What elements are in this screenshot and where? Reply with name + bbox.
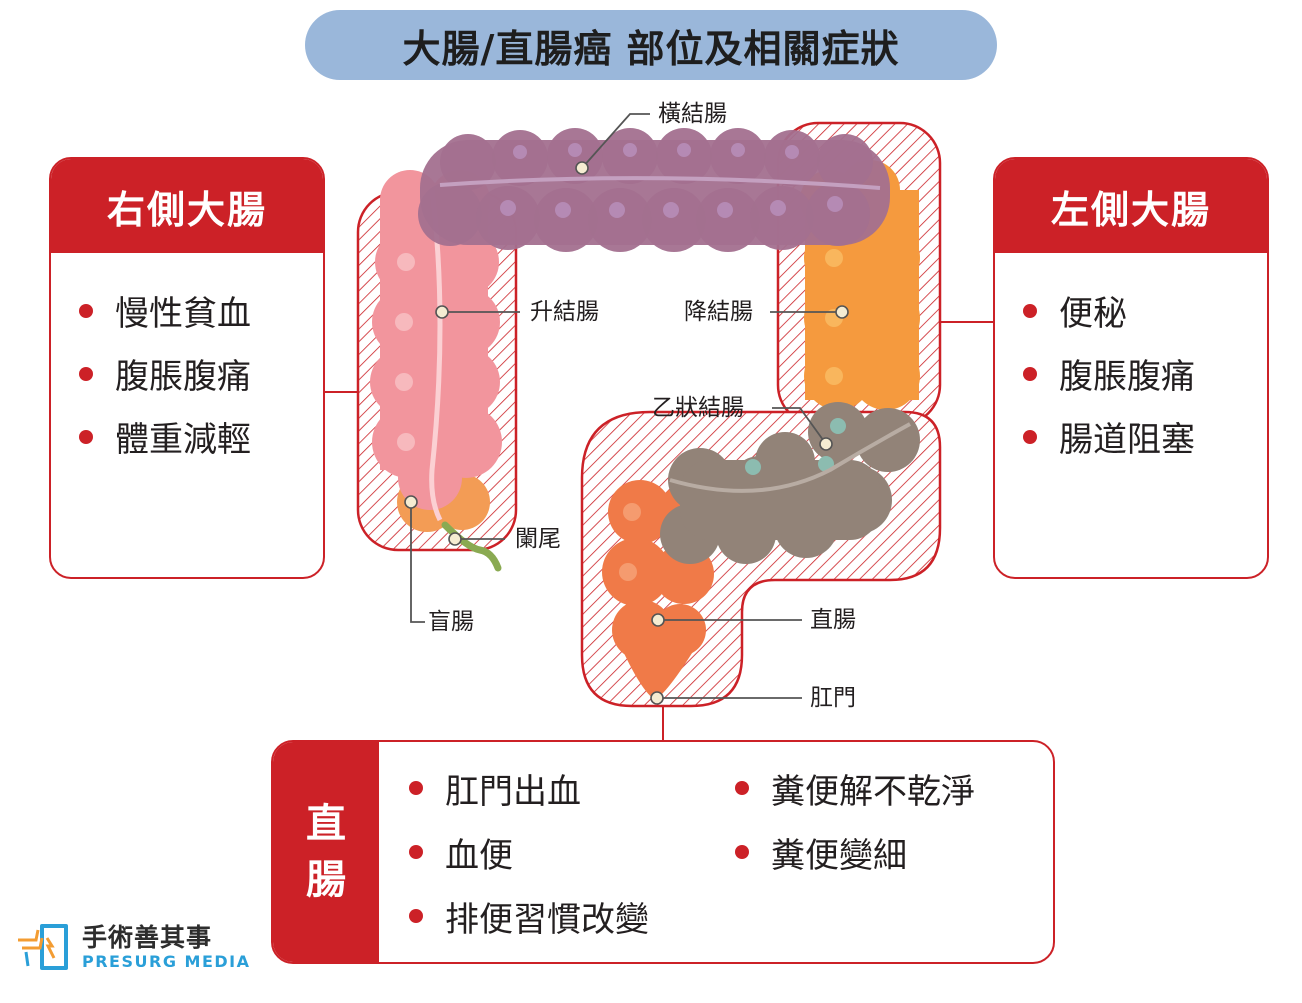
symptom-text: 體重減輕: [115, 420, 251, 460]
transverse-colon-shape: [418, 128, 890, 252]
list-item: 慢性貧血: [79, 279, 323, 342]
symptom-text: 腹脹腹痛: [1059, 357, 1195, 397]
rectum-heading-char-1: 直: [306, 801, 346, 847]
rectum-shape: [602, 480, 714, 700]
list-item: 糞便解不乾淨: [735, 756, 975, 820]
right-colon-panel: 右側大腸 慢性貧血 腹脹腹痛 體重減輕: [49, 157, 325, 579]
label-anus: 肛門: [810, 685, 856, 711]
label-ascending-colon: 升結腸: [530, 299, 599, 325]
rectum-heading-char-2: 腸: [306, 857, 346, 903]
logo-icon: [18, 924, 68, 970]
rectum-panel: 直 腸 肛門出血 血便 排便習慣改變 糞便解不乾淨 糞便變細: [271, 740, 1055, 964]
symptom-text: 腸道阻塞: [1059, 420, 1195, 460]
bullet-icon: [735, 845, 749, 859]
bullet-icon: [409, 909, 423, 923]
right-colon-symptom-list: 慢性貧血 腹脹腹痛 體重減輕: [51, 253, 323, 468]
bullet-icon: [1023, 303, 1037, 318]
list-item: 肛門出血: [409, 756, 649, 820]
rectum-symptom-list-2: 糞便解不乾淨 糞便變細: [735, 756, 975, 884]
label-descending-colon: 降結腸: [684, 299, 753, 325]
bullet-icon: [1023, 429, 1037, 444]
bullet-icon: [1023, 366, 1037, 381]
label-cecum: 盲腸: [428, 609, 474, 635]
anchor-dots: [404, 161, 849, 705]
label-appendix: 闌尾: [515, 526, 561, 552]
symptom-text: 便秘: [1059, 294, 1127, 334]
logo-subtitle: PRESURG MEDIA: [82, 952, 251, 971]
label-sigmoid-colon: 乙狀結腸: [652, 395, 744, 421]
brand-logo: 手術善其事 PRESURG MEDIA: [14, 918, 254, 978]
list-item: 便秘: [1023, 279, 1267, 342]
sigmoid-colon-shape: [660, 402, 920, 564]
bullet-icon: [735, 781, 749, 795]
symptom-text: 慢性貧血: [115, 294, 251, 334]
bullet-icon: [409, 781, 423, 795]
symptom-text: 腹脹腹痛: [115, 357, 251, 397]
bullet-icon: [79, 429, 93, 444]
left-colon-heading: 左側大腸: [995, 159, 1267, 253]
label-transverse-colon: 橫結腸: [658, 101, 727, 127]
list-item: 體重減輕: [79, 405, 323, 468]
list-item: 腸道阻塞: [1023, 405, 1267, 468]
bullet-icon: [79, 366, 93, 381]
list-item: 腹脹腹痛: [79, 342, 323, 405]
bullet-icon: [79, 303, 93, 318]
left-colon-symptom-list: 便秘 腹脹腹痛 腸道阻塞: [995, 253, 1267, 468]
rectum-symptom-list-1: 肛門出血 血便 排便習慣改變: [409, 756, 649, 948]
list-item: 糞便變細: [735, 820, 975, 884]
page-title: 大腸/直腸癌 部位及相關症狀: [305, 10, 997, 80]
right-colon-heading: 右側大腸: [51, 159, 323, 253]
symptom-text: 排便習慣改變: [445, 899, 649, 940]
symptom-text: 肛門出血: [445, 771, 581, 812]
label-rectum: 直腸: [810, 607, 856, 633]
list-item: 血便: [409, 820, 649, 884]
symptom-text: 糞便解不乾淨: [771, 771, 975, 812]
bullet-icon: [409, 845, 423, 859]
list-item: 排便習慣改變: [409, 884, 649, 948]
left-colon-panel: 左側大腸 便秘 腹脹腹痛 腸道阻塞: [993, 157, 1269, 579]
logo-name: 手術善其事: [82, 923, 213, 952]
list-item: 腹脹腹痛: [1023, 342, 1267, 405]
symptom-text: 糞便變細: [771, 835, 907, 876]
rectum-heading: 直 腸: [273, 742, 379, 962]
symptom-text: 血便: [445, 835, 513, 876]
